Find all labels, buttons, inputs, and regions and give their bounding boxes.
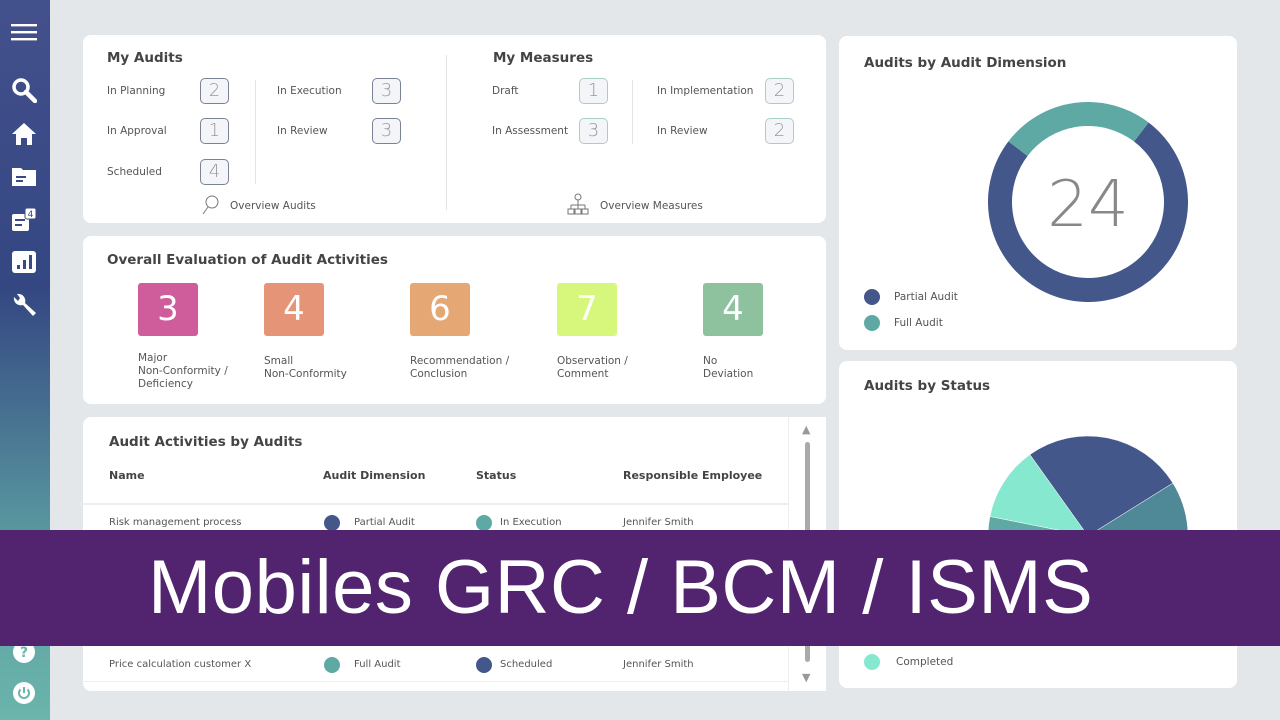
table-title: Audit Activities by Audits (109, 434, 303, 450)
count-in-execution[interactable]: 3 (372, 78, 401, 104)
evaluation-title: Overall Evaluation of Audit Activities (107, 252, 388, 268)
evaluation-label: No Deviation (703, 355, 754, 380)
donut-segment-full-audit[interactable] (1008, 102, 1149, 157)
count-in-planning[interactable]: 2 (200, 78, 229, 104)
header-divider (83, 503, 788, 505)
evaluation-tile[interactable]: 6 (410, 283, 470, 336)
col-responsible-employee[interactable]: Responsible Employee (623, 469, 763, 482)
legend-swatch-full (864, 315, 880, 331)
dimension-dot (324, 657, 340, 673)
evaluation-label: Recommendation / Conclusion (410, 355, 510, 380)
row-name[interactable]: Risk management process (109, 517, 242, 528)
count-draft[interactable]: 1 (579, 78, 608, 104)
help-icon[interactable]: ? (10, 638, 38, 666)
legend-partial-audit[interactable]: Partial Audit (894, 291, 958, 303)
count-scheduled[interactable]: 4 (200, 159, 229, 185)
count-in-implementation[interactable]: 2 (765, 78, 794, 104)
col-audit-dimension[interactable]: Audit Dimension (323, 469, 426, 482)
overview-measures-link[interactable]: Overview Measures (600, 200, 703, 212)
status-title: Audits by Status (864, 378, 991, 394)
evaluation-label: Major Non-Conformity / Deficiency (138, 352, 228, 390)
donut-total: 24 (1047, 168, 1128, 242)
dimension-donut: 24 (988, 102, 1188, 302)
chart-icon[interactable] (10, 248, 38, 276)
divider (446, 55, 447, 210)
label-in-execution: In Execution (277, 85, 342, 97)
count-measures-in-review[interactable]: 2 (765, 118, 794, 144)
wrench-icon[interactable] (10, 291, 38, 319)
my-measures-title: My Measures (493, 50, 594, 66)
legend-swatch-completed (864, 654, 880, 670)
scroll-up-icon[interactable]: ▲ (802, 423, 811, 436)
label-scheduled: Scheduled (107, 166, 162, 178)
scroll-down-icon[interactable]: ▼ (802, 671, 811, 684)
label-in-implementation: In Implementation (657, 85, 754, 97)
hierarchy-icon (567, 193, 589, 221)
audits-measures-card (83, 35, 826, 223)
col-status[interactable]: Status (476, 469, 517, 482)
evaluation-label: Observation / Comment (557, 355, 628, 380)
title-banner: Mobiles GRC / BCM / ISMS (0, 530, 1280, 646)
status-dot (476, 515, 492, 531)
row-dimension: Partial Audit (354, 517, 415, 528)
label-in-assessment: In Assessment (492, 125, 569, 137)
label-in-planning: In Planning (107, 85, 166, 97)
folder-icon[interactable] (10, 162, 38, 190)
row-employee: Jennifer Smith (623, 659, 694, 670)
label-in-approval: In Approval (107, 125, 167, 137)
label-measures-in-review: In Review (657, 125, 708, 137)
evaluation-tile[interactable]: 4 (264, 283, 324, 336)
legend-completed[interactable]: Completed (896, 656, 954, 668)
status-dot (476, 657, 492, 673)
legend-swatch-partial (864, 289, 880, 305)
pie-slice-0[interactable] (1029, 436, 1174, 537)
donut-segment-partial-audit[interactable] (988, 122, 1188, 302)
legend-full-audit[interactable]: Full Audit (894, 317, 943, 329)
row-employee: Jennifer Smith (623, 517, 694, 528)
evaluation-label: Small Non-Conformity (264, 355, 347, 380)
row-status: In Execution (500, 517, 562, 528)
badge: 4 (28, 210, 34, 220)
search-icon[interactable] (10, 76, 38, 104)
pie-slice-completed[interactable] (989, 454, 1089, 537)
overview-audits-link[interactable]: Overview Audits (230, 200, 316, 212)
count-in-assessment[interactable]: 3 (579, 118, 608, 144)
notifications-icon[interactable]: 4 (10, 206, 38, 234)
label-in-review: In Review (277, 125, 328, 137)
magnifier-icon (201, 195, 219, 219)
row-dimension: Full Audit (354, 659, 401, 670)
row-name[interactable]: Price calculation customer X (109, 659, 252, 670)
divider (632, 80, 633, 144)
row-status: Scheduled (500, 659, 553, 670)
evaluation-tile[interactable]: 7 (557, 283, 617, 336)
my-audits-title: My Audits (107, 50, 183, 66)
power-icon[interactable] (10, 679, 38, 707)
evaluation-tile[interactable]: 4 (703, 283, 763, 336)
count-in-approval[interactable]: 1 (200, 118, 229, 144)
count-in-review[interactable]: 3 (372, 118, 401, 144)
evaluation-tile[interactable]: 3 (138, 283, 198, 336)
divider (255, 80, 256, 184)
svg-text:?: ? (20, 645, 28, 661)
label-draft: Draft (492, 85, 519, 97)
col-name[interactable]: Name (109, 469, 145, 482)
home-icon[interactable] (10, 120, 38, 148)
menu-icon[interactable] (10, 18, 38, 46)
dimension-title: Audits by Audit Dimension (864, 55, 1067, 71)
dimension-dot (324, 515, 340, 531)
